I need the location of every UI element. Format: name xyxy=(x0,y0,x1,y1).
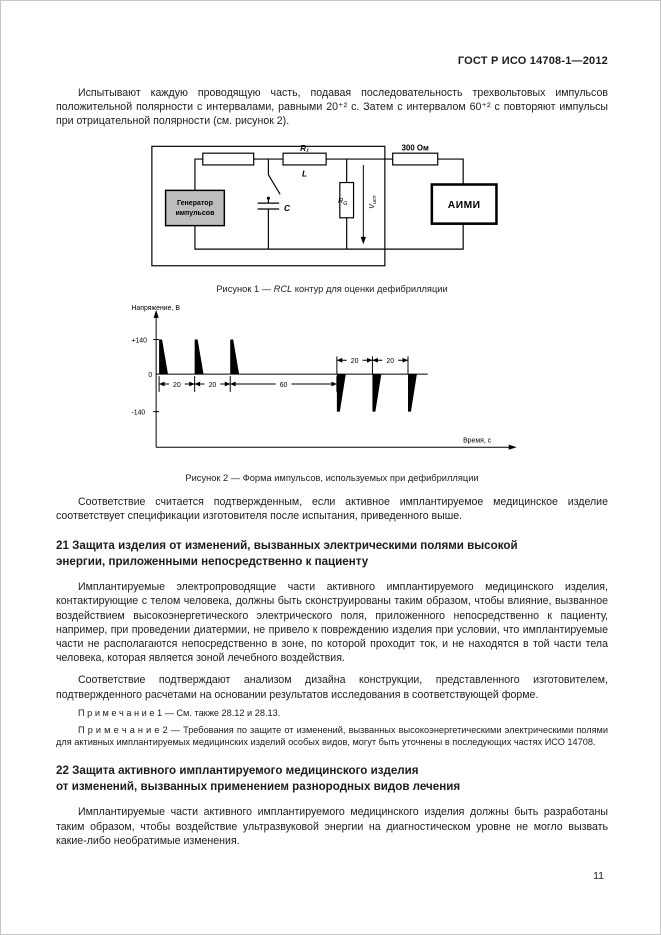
waveform-chart: Напряжение, В Время, с +140 0 -140 xyxy=(131,304,517,450)
switch-icon xyxy=(266,173,281,200)
resistor-rg xyxy=(339,181,355,218)
figure-1-caption-italic: RCL xyxy=(273,283,293,294)
circuit-diagram: R₁ L Генератор импульсов C RG xyxy=(151,143,498,266)
resistor-300ohm-label: 300 Ом xyxy=(402,143,429,152)
section-22-title-line1: 22 Защита активного имплантируемого меди… xyxy=(56,764,419,778)
rg-base: R xyxy=(338,196,344,205)
y-tick-zero: 0 xyxy=(148,372,152,379)
section-21-title: 21 Защита изделия от изменений, вызванны… xyxy=(56,538,608,569)
dim-20-3: 20 xyxy=(351,358,359,365)
interval-dimensions-upper: 20 20 xyxy=(336,355,409,374)
device-aimi-label: АИМИ xyxy=(448,200,481,211)
dim-20-4: 20 xyxy=(386,358,394,365)
inductor-l-label: L xyxy=(302,168,307,178)
section-21-title-line2: энергии, приложенными непосредственно к … xyxy=(56,554,369,568)
y-axis xyxy=(153,309,160,447)
section-21-note-1: П р и м е ч а н и е 1 — См. также 28.12 … xyxy=(78,707,281,718)
conformity-paragraph: Соответствие считается подтвержденным, е… xyxy=(56,495,608,522)
capacitor-c-label: C xyxy=(284,202,291,212)
pulse-generator-box xyxy=(164,189,226,226)
section-22-title: 22 Защита активного имплантируемого меди… xyxy=(56,763,608,794)
v-test-label: Vисп xyxy=(367,195,378,209)
y-axis-label: Напряжение, В xyxy=(131,304,180,311)
section-21-paragraph-1: Имплантируемые электропроводящие части а… xyxy=(56,581,608,665)
charging-resistor xyxy=(202,152,255,166)
section-21-paragraph-2: Соответствие подтверждают анализом дизай… xyxy=(56,674,608,701)
circuit-frame xyxy=(151,145,386,266)
y-tick-minus140: -140 xyxy=(131,409,145,416)
x-axis xyxy=(156,444,517,450)
dim-60: 60 xyxy=(280,382,288,389)
y-tick-plus140: +140 xyxy=(131,337,147,344)
section-22-title-line2: от изменений, вызванных применением разн… xyxy=(56,779,461,793)
resistor-r1 xyxy=(282,152,327,166)
document-standard-number: ГОСТ Р ИСО 14708-1—2012 xyxy=(457,55,608,67)
figure-1-caption: Рисунок 1 — RCL контур для оценки дефибр… xyxy=(56,284,608,294)
pulse-generator-label-1: Генератор xyxy=(177,200,213,207)
section-21-title-line1: 21 Защита изделия от изменений, вызванны… xyxy=(56,538,518,552)
figure-2-caption: Рисунок 2 — Форма импульсов, используемы… xyxy=(185,472,479,483)
section-22-paragraph-1: Имплантируемые части активного имплантир… xyxy=(56,806,608,847)
rg-sub: G xyxy=(343,201,347,207)
dim-20-1: 20 xyxy=(173,382,181,389)
positive-pulses xyxy=(159,339,240,374)
figure-1-caption-prefix: Рисунок 1 — xyxy=(216,283,274,294)
resistor-300ohm xyxy=(392,152,439,166)
section-21-note-2: П р и м е ч а н и е 2 — Требования по за… xyxy=(56,724,608,747)
page-number: 11 xyxy=(593,870,604,882)
v-base: V xyxy=(367,202,376,208)
figure-1-caption-suffix: контур для оценки дефибрилляции xyxy=(292,283,448,294)
r1-label: R₁ xyxy=(300,143,309,153)
v-sub: исп xyxy=(372,195,378,204)
pulse-generator-label-2: импульсов xyxy=(175,209,215,216)
rg-label: RG xyxy=(338,196,347,207)
device-aimi-box xyxy=(430,182,498,225)
voltage-arrow-icon xyxy=(360,164,366,244)
circuit-wires xyxy=(194,158,464,250)
x-axis-label: Время, с xyxy=(463,437,492,444)
figure-1-circuit: R₁ L Генератор импульсов C RG xyxy=(56,142,608,279)
capacitor-icon xyxy=(257,197,280,249)
dim-20-2: 20 xyxy=(209,382,217,389)
figure-2-waveform: Напряжение, В Время, с +140 0 -140 xyxy=(129,303,608,468)
negative-pulses xyxy=(336,373,417,412)
intro-paragraph: Испытывают каждую проводящую часть, пода… xyxy=(56,87,608,128)
interval-dimensions-lower: 20 20 60 xyxy=(158,375,338,392)
